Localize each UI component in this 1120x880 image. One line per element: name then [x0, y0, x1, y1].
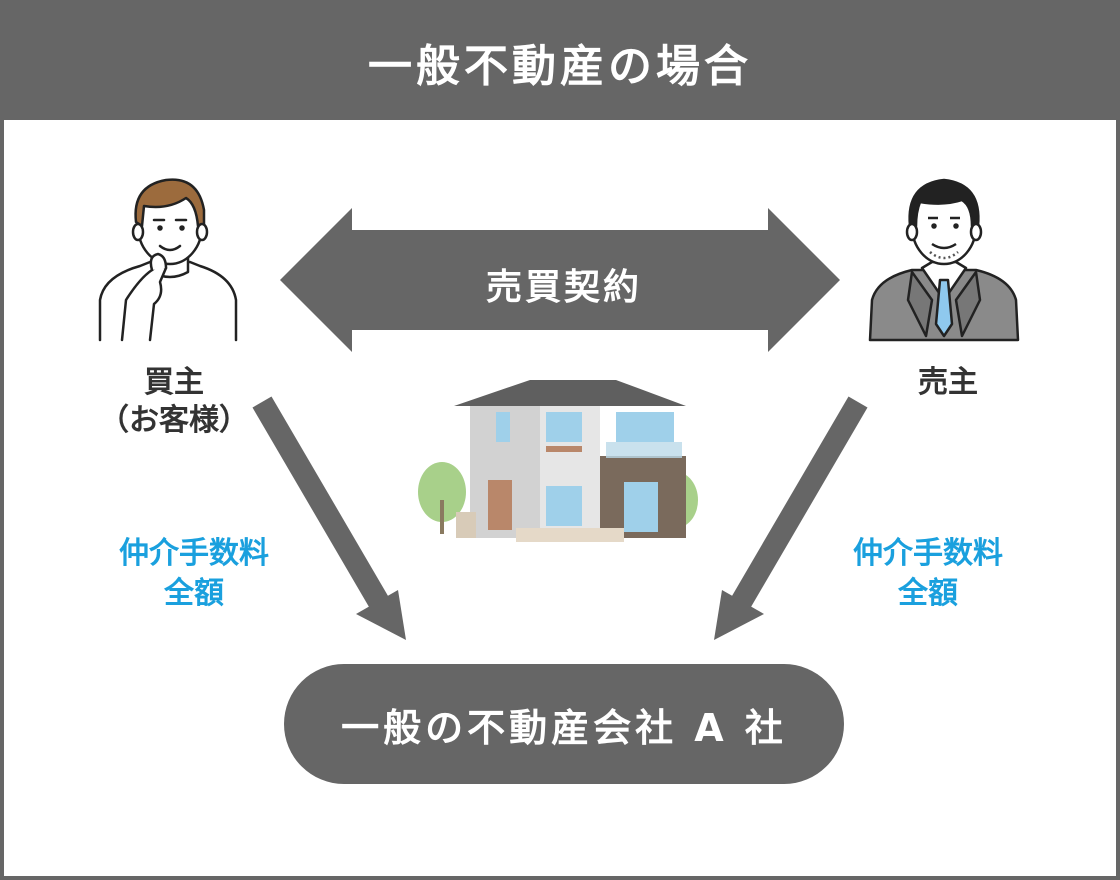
buyer-person-icon [98, 178, 238, 342]
seller-label: 売主 [918, 365, 978, 400]
contract-label: 売買契約 [485, 267, 642, 308]
buyer-fee-line2: 全額 [164, 576, 224, 611]
contract-double-arrow [280, 208, 840, 352]
seller-fee-label: 仲介手数料 全額 [818, 534, 1038, 614]
seller-fee-line2: 全額 [898, 576, 958, 611]
agency-box: 一般の不動産会社 A 社 [284, 664, 844, 784]
buyer-fee-line1: 仲介手数料 [119, 536, 269, 571]
seller-label-group: 売主 [858, 364, 1038, 402]
page-title: 一般不動産の場合 [368, 41, 752, 92]
buyer-label: 買主 [144, 365, 204, 400]
seller-businessman-icon [868, 178, 1020, 342]
agency-label: 一般の不動産会社 A 社 [341, 705, 787, 750]
buyer-label-group: 買主 （お客様） [84, 364, 264, 440]
seller-to-agency-arrow [714, 396, 868, 640]
buyer-fee-label: 仲介手数料 全額 [84, 534, 304, 614]
header-bar: 一般不動産の場合 [4, 4, 1116, 120]
buyer-to-agency-arrow [252, 396, 406, 640]
buyer-sublabel: （お客様） [99, 403, 249, 438]
seller-fee-line1: 仲介手数料 [853, 536, 1003, 571]
house-icon [418, 380, 698, 542]
